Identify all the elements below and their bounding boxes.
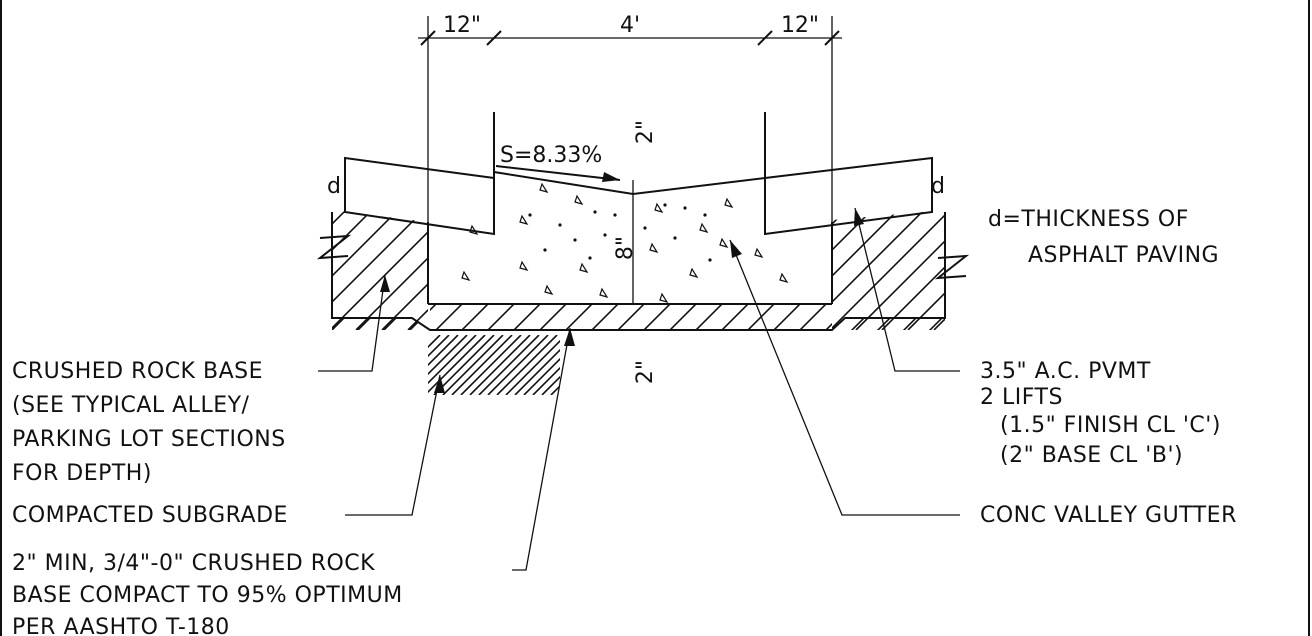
ac-pavement-note-line1: 3.5" A.C. PVMT (980, 359, 1151, 384)
ac-pavement-note-line2: 2 LIFTS (980, 385, 1063, 410)
thickness-note-line1: d=THICKNESS OF (988, 207, 1189, 232)
ac-pavement-note-line3: (1.5" FINISH CL 'C') (1000, 413, 1221, 438)
bottom-offset-label: 2" (633, 360, 658, 384)
min-base-note-line2: BASE COMPACT TO 95% OPTIMUM (12, 583, 403, 608)
crushed-rock-base-hatch (332, 210, 945, 330)
pavement-depth-right-label: d (931, 174, 945, 199)
gutter-depth-label: 8" (613, 236, 638, 260)
compacted-subgrade-hatch (428, 335, 560, 395)
slope-arrow (495, 165, 621, 182)
slope-label: S=8.33% (500, 143, 602, 168)
asphalt-paving (344, 156, 933, 236)
min-base-note-line3: PER AASHTO T-180 (12, 615, 230, 636)
leader-lines (318, 207, 960, 571)
crushed-rock-note-line3: PARKING LOT SECTIONS (12, 427, 286, 452)
center-width-label: 4' (620, 13, 640, 38)
pavement-depth-left-label: d (327, 174, 341, 199)
break-lines (316, 234, 970, 280)
crushed-rock-note-line1: CRUSHED ROCK BASE (12, 359, 263, 384)
compacted-subgrade-note: COMPACTED SUBGRADE (12, 503, 288, 528)
crushed-rock-note-line2: (SEE TYPICAL ALLEY/ (12, 393, 250, 418)
left-width-label: 12" (443, 13, 481, 38)
crushed-rock-note-line4: FOR DEPTH) (12, 461, 152, 486)
top-offset-label: 2" (633, 120, 658, 144)
ac-pavement-note-line4: (2" BASE CL 'B') (1000, 443, 1183, 468)
right-width-label: 12" (781, 13, 819, 38)
thickness-note-line2: ASPHALT PAVING (1028, 243, 1219, 268)
min-base-note-line1: 2" MIN, 3/4"-0" CRUSHED ROCK (12, 551, 375, 576)
concrete-valley-gutter (427, 112, 833, 304)
valley-gutter-note: CONC VALLEY GUTTER (980, 503, 1237, 528)
dimension-lines (344, 16, 933, 331)
